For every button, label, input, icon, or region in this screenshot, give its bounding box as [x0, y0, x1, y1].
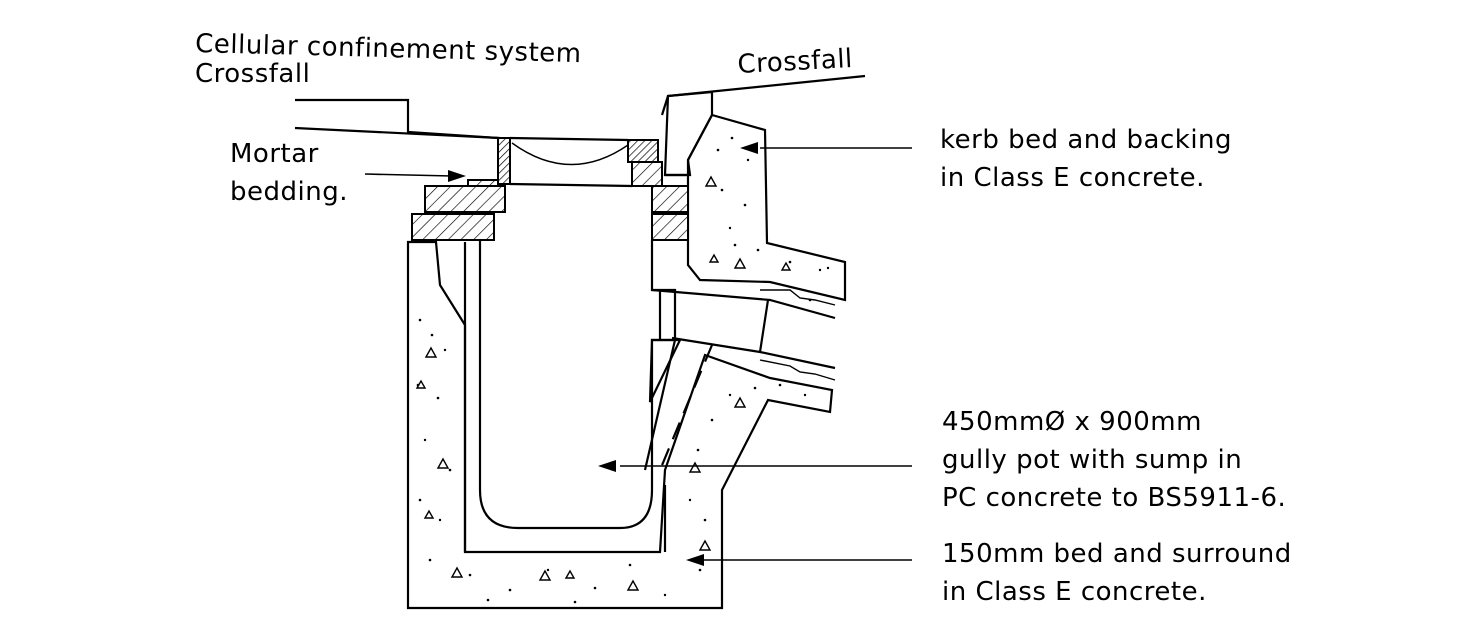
- label-bed-1: 150mm bed and surround: [942, 539, 1292, 569]
- grating: [509, 136, 633, 188]
- concrete-surround: [406, 240, 834, 610]
- kerb-bed-concrete: [686, 113, 847, 302]
- gully-pot: [463, 240, 836, 552]
- label-gully-1: 450mmØ x 900mm: [942, 407, 1202, 437]
- label-kerb-2: in Class E concrete.: [940, 163, 1205, 193]
- kerb: [660, 74, 866, 177]
- road-surface: [294, 98, 501, 140]
- label-gully-2: gully pot with sump in: [942, 445, 1242, 475]
- seating-courses: [411, 137, 689, 241]
- label-crossfall-left: Crossfall: [195, 59, 310, 89]
- concrete-triangles: [415, 346, 747, 591]
- label-kerb-1: kerb bed and backing: [940, 125, 1232, 155]
- label-gully-3: PC concrete to BS5911-6.: [942, 483, 1286, 513]
- leader-arrows: [364, 142, 912, 566]
- label-bed-2: in Class E concrete.: [942, 577, 1207, 607]
- label-mortar-2: bedding.: [230, 177, 348, 207]
- label-mortar-1: Mortar: [230, 139, 319, 169]
- label-crossfall-right: Crossfall: [737, 44, 854, 80]
